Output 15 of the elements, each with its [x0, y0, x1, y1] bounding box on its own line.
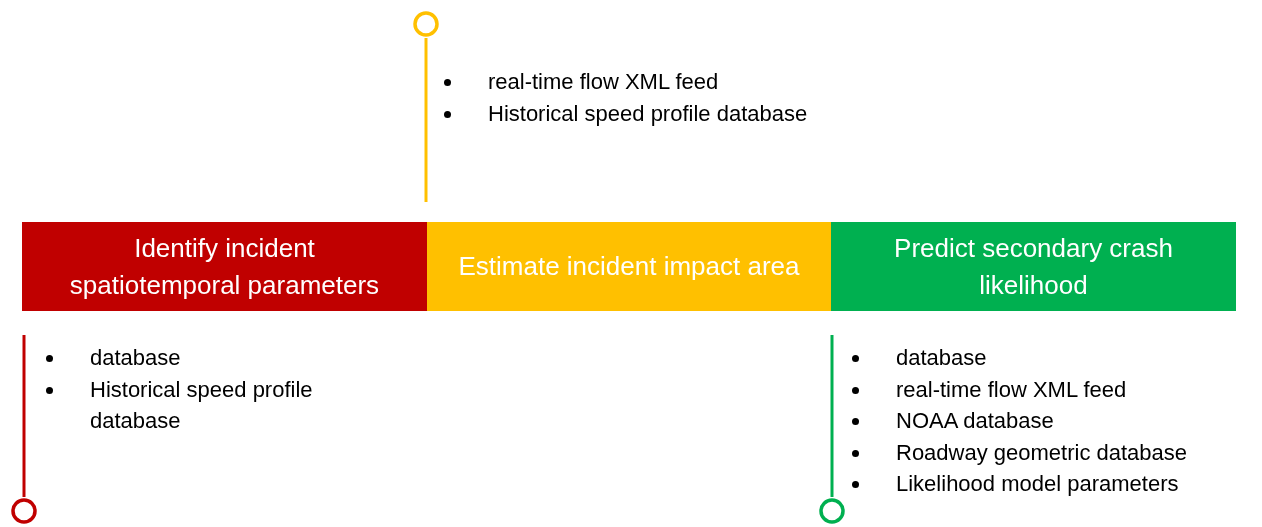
data-source-item: Roadway geometric database	[896, 439, 1188, 465]
step-title: Identify incident spatiotemporal parameters	[68, 231, 381, 302]
data-source-item: real-time flow XML feed	[488, 69, 719, 94]
process-box	[831, 222, 1236, 311]
data-source-item: NOAA database	[896, 408, 1054, 433]
data-source-item: database	[90, 345, 181, 370]
process-box	[22, 222, 427, 311]
process-box	[427, 222, 831, 311]
data-source-item: Historical speed profile database	[488, 100, 808, 126]
step-title: Predict secondary crash likelihood	[893, 231, 1174, 302]
data-source-item: Historical speed profile database	[90, 376, 313, 433]
step-title: Estimate incident impact area	[458, 250, 800, 283]
data-source-item: real-time flow XML feed	[896, 376, 1127, 402]
data-source-item: Likelihood model parameters	[896, 471, 1179, 496]
data-source-item: database	[896, 345, 987, 370]
